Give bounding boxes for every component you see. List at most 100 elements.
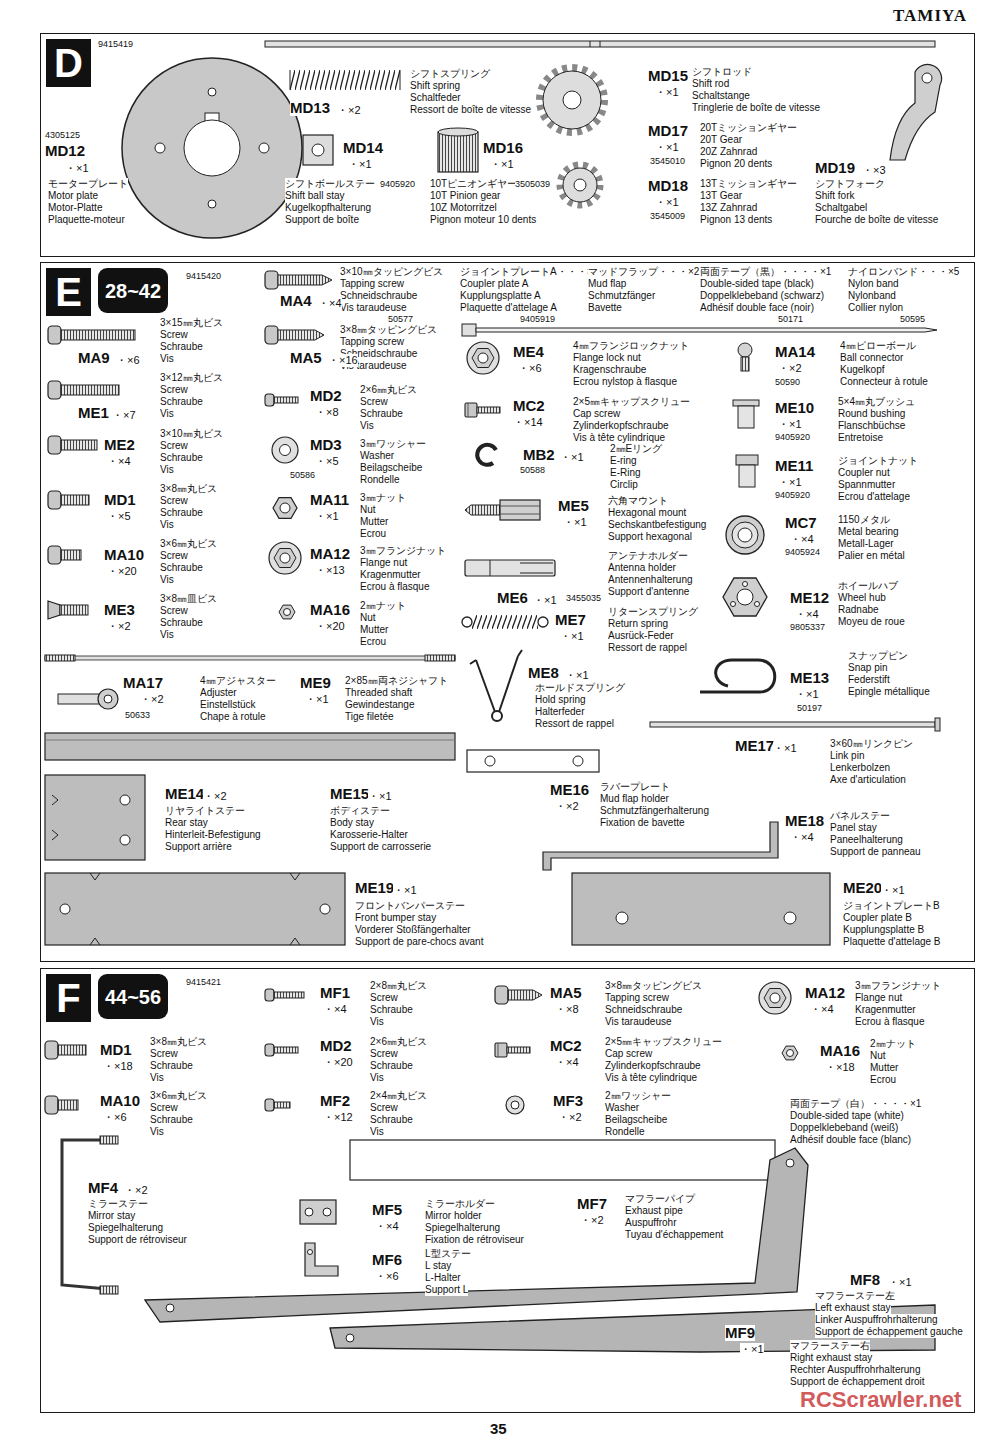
- flange-lock-nut: [467, 342, 499, 374]
- quantity: ・×4: [555, 1056, 579, 1069]
- part-description: Ausrück-Feder: [608, 630, 674, 642]
- part-description: Tapping screw: [340, 278, 404, 290]
- part-number: 9805337: [790, 622, 825, 632]
- part-description: Ecrou: [360, 636, 386, 648]
- part-description: Rondelle: [360, 474, 399, 486]
- part-description: Epingle métallique: [848, 686, 930, 698]
- mirror-holder: [300, 1200, 336, 1224]
- part-description: Flange nut: [360, 557, 407, 569]
- screw: [48, 326, 61, 344]
- part-description: リターンスプリング: [608, 606, 698, 618]
- quantity: ・×18: [103, 1060, 133, 1073]
- quantity: ・×7: [112, 409, 136, 422]
- part-code: ME18: [785, 813, 824, 829]
- bag-letter-tag: D: [46, 39, 91, 87]
- part-code: MA14: [775, 344, 815, 360]
- nylon-band: [462, 324, 476, 336]
- nut: [273, 498, 297, 519]
- part-description: Washer: [360, 450, 394, 462]
- screw: [48, 491, 89, 509]
- small-screw: [265, 394, 274, 406]
- part-code: MF5: [372, 1202, 402, 1218]
- mud-flap-holder: [467, 750, 599, 772]
- part-number: 9405920: [380, 179, 415, 189]
- part-code: MA5: [550, 985, 582, 1001]
- part-description: 両面テープ（黒）・・・・×1: [700, 266, 831, 278]
- part-code: ME9: [300, 675, 331, 691]
- nut: [279, 605, 295, 619]
- screw: [45, 1041, 86, 1059]
- part-description: Cap screw: [605, 1048, 652, 1060]
- metal-bearing: [726, 516, 764, 554]
- quantity: ・×20: [323, 1056, 353, 1069]
- quantity: ・×6: [518, 362, 542, 375]
- part-description: Sechskantbefestigung: [608, 519, 706, 531]
- part-description: Tapping screw: [340, 336, 404, 348]
- quantity: ・×5: [315, 455, 339, 468]
- part-code: MD2: [310, 388, 342, 404]
- part-description: Fixation de bavette: [600, 817, 685, 829]
- part-description: Screw: [160, 329, 188, 341]
- hexagonal-mount: [465, 500, 540, 520]
- hold-spring: [470, 650, 522, 664]
- part-description: Schraube: [370, 1004, 413, 1016]
- coupler-nut: [736, 455, 758, 487]
- part-description: Rear stay: [165, 817, 208, 829]
- part-description: Zylinderkopfschraube: [605, 1060, 701, 1072]
- threaded-shaft: [425, 655, 455, 661]
- tapping-screw: [265, 271, 278, 289]
- part-description: Radnabe: [838, 604, 879, 616]
- part-description: 3㎜ワッシャー: [360, 438, 426, 450]
- part-description: Tuyau d'échappement: [625, 1229, 723, 1241]
- part-description: Pignon moteur 10 dents: [430, 214, 536, 226]
- quantity: ・×2: [558, 1111, 582, 1124]
- part-description: リヤライトステー: [165, 805, 245, 817]
- coupler-plate-b: [616, 912, 628, 924]
- part-description: Flanschbüchse: [838, 420, 905, 432]
- part-code: ME15: [330, 786, 369, 802]
- part-description: Beilagscheibe: [360, 462, 422, 474]
- countersunk-screw: [60, 605, 88, 615]
- part-code: MA10: [104, 547, 144, 563]
- mud-flap: [45, 740, 455, 741]
- quantity: ・×2: [778, 362, 802, 375]
- part-description: Plaquette-moteur: [48, 214, 125, 226]
- part-description: Cap screw: [573, 408, 620, 420]
- part-description: Exhaust pipe: [625, 1205, 683, 1217]
- part-description: Screw: [150, 1048, 178, 1060]
- part-code: ME2: [104, 437, 135, 453]
- part-description: Spannmutter: [838, 479, 895, 491]
- quantity: ・×4: [107, 455, 131, 468]
- small-screw: [265, 989, 274, 1001]
- page-number: 35: [490, 1420, 507, 1437]
- part-description: Collier nylon: [848, 302, 903, 314]
- part-description: 2×4㎜丸ビス: [370, 1090, 427, 1102]
- part-description: Vis: [160, 353, 174, 365]
- small-screw: [265, 1044, 298, 1056]
- flange-nut: [759, 982, 791, 1014]
- part-description: マフラーパイプ: [625, 1193, 695, 1205]
- part-description: Schraube: [160, 507, 203, 519]
- bag-number: 9415419: [98, 39, 133, 49]
- hold-spring: [476, 656, 518, 712]
- part-description: Mirror holder: [425, 1210, 482, 1222]
- part-code: ME17: [735, 738, 774, 754]
- part-code: ME8: [528, 665, 559, 681]
- part-description: Vis: [150, 1072, 164, 1084]
- quantity: ・×8: [315, 406, 339, 419]
- part-code: MA17: [123, 675, 163, 691]
- part-code: ME5: [558, 498, 589, 514]
- coupler-plate-b: [572, 873, 830, 945]
- part-description: Screw: [160, 495, 188, 507]
- part-description: Screw: [150, 1102, 178, 1114]
- small-screw: [274, 1102, 290, 1108]
- part-description: Support d'antenne: [608, 586, 689, 598]
- part-description: Schraube: [150, 1114, 193, 1126]
- part-description: Support de carrosserie: [330, 841, 431, 853]
- wheel-hub: [723, 578, 767, 616]
- part-description: Rondelle: [605, 1126, 644, 1138]
- part-code: MA16: [820, 1043, 860, 1059]
- part-description: Circlip: [610, 479, 638, 491]
- quantity: ・×14: [513, 416, 543, 429]
- hold-spring: [492, 711, 502, 721]
